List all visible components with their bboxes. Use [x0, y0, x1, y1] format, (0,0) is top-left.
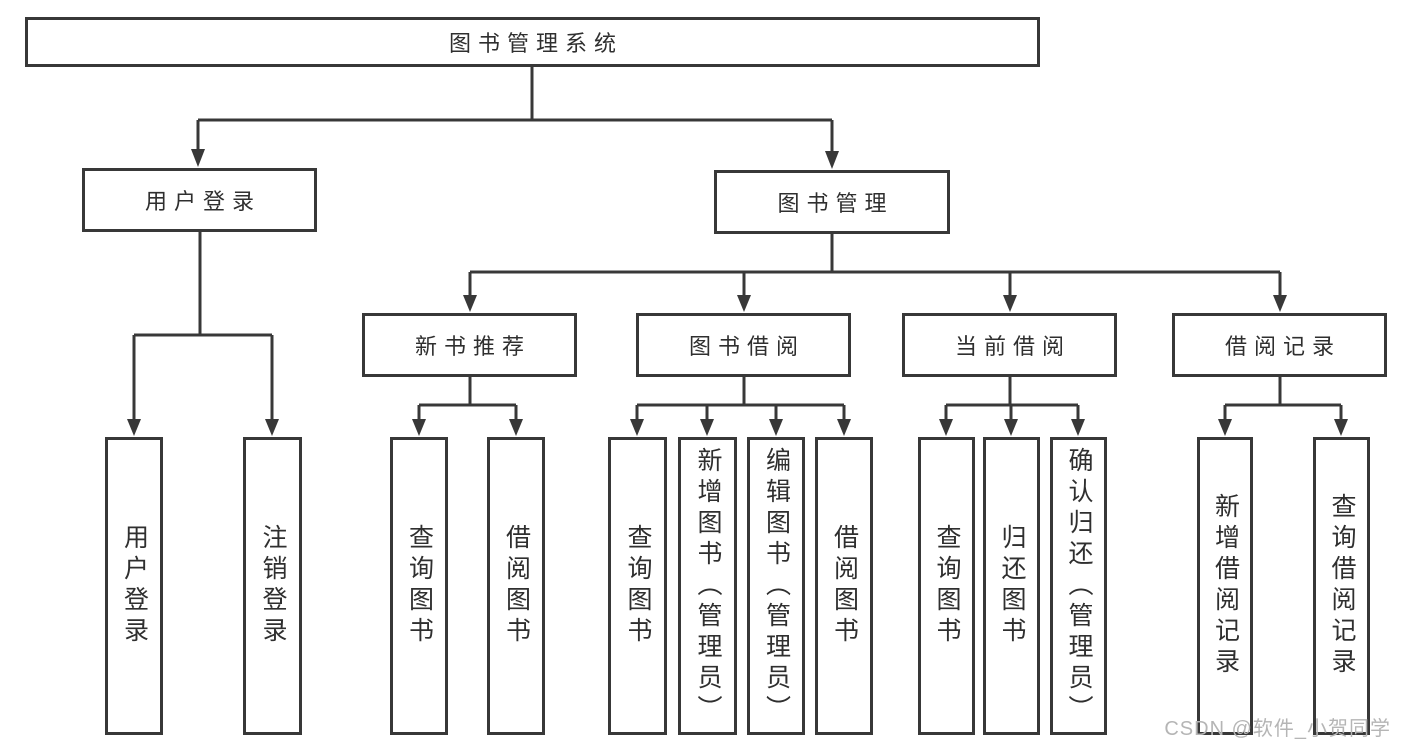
connector-login-to-leaves [127, 232, 279, 436]
connector-borrow-to-leaves [630, 377, 851, 436]
node-book-borrow: 图书借阅 [636, 313, 851, 377]
connector-books-to-sections [463, 234, 1287, 312]
leaf-borrow-edit-admin-label: 编辑图书（管理员） [762, 446, 791, 726]
leaf-logout-label: 注销登录 [259, 524, 287, 648]
leaf-borrow-borrow-label: 借阅图书 [830, 524, 859, 648]
leaf-user-login-label: 用户登录 [120, 524, 149, 648]
leaf-borrow-query-label: 查询图书 [624, 524, 652, 648]
leaf-records-query-label: 查询借阅记录 [1328, 493, 1356, 679]
leaf-newbooks-borrow: 借阅图书 [487, 437, 545, 735]
node-new-book-recommend: 新书推荐 [362, 313, 577, 377]
watermark: CSDN @软件_小贺同学 [1164, 718, 1391, 740]
leaf-borrow-query: 查询图书 [608, 437, 667, 735]
connector-records-to-leaves [1218, 377, 1348, 436]
leaf-logout: 注销登录 [243, 437, 302, 735]
leaf-current-query: 查询图书 [918, 437, 975, 735]
node-current-borrow: 当前借阅 [902, 313, 1117, 377]
leaf-current-confirm-admin: 确认归还（管理员） [1050, 437, 1107, 735]
leaf-user-login: 用户登录 [105, 437, 163, 735]
node-root-label: 图书管理系统 [448, 31, 623, 56]
leaf-current-confirm-admin-label: 确认归还（管理员） [1065, 446, 1093, 726]
leaf-records-add-label: 新增借阅记录 [1211, 493, 1240, 679]
node-borrow-records-label: 借阅记录 [1224, 334, 1341, 359]
node-root: 图书管理系统 [25, 17, 1040, 67]
node-book-management: 图书管理 [714, 170, 950, 234]
node-book-borrow-label: 图书借阅 [688, 334, 805, 359]
connector-root-to-branches [191, 67, 839, 169]
node-user-login-branch-label: 用户登录 [144, 189, 261, 214]
leaf-borrow-add-admin: 新增图书（管理员） [678, 437, 737, 735]
leaf-borrow-borrow: 借阅图书 [815, 437, 873, 735]
leaf-records-query: 查询借阅记录 [1313, 437, 1370, 735]
leaf-newbooks-query-label: 查询图书 [405, 524, 434, 648]
node-user-login-branch: 用户登录 [82, 168, 317, 232]
leaf-newbooks-query: 查询图书 [390, 437, 448, 735]
node-borrow-records: 借阅记录 [1172, 313, 1387, 377]
node-new-book-recommend-label: 新书推荐 [414, 334, 531, 359]
node-current-borrow-label: 当前借阅 [954, 334, 1071, 359]
node-book-management-label: 图书管理 [777, 191, 894, 216]
connector-newbooks-to-leaves [412, 377, 523, 436]
leaf-current-return: 归还图书 [983, 437, 1040, 735]
leaf-records-add: 新增借阅记录 [1197, 437, 1253, 735]
leaf-current-query-label: 查询图书 [933, 524, 961, 648]
leaf-current-return-label: 归还图书 [998, 524, 1026, 648]
leaf-borrow-edit-admin: 编辑图书（管理员） [747, 437, 805, 735]
leaf-newbooks-borrow-label: 借阅图书 [502, 524, 531, 648]
connector-current-to-leaves [939, 377, 1085, 436]
leaf-borrow-add-admin-label: 新增图书（管理员） [694, 446, 722, 726]
